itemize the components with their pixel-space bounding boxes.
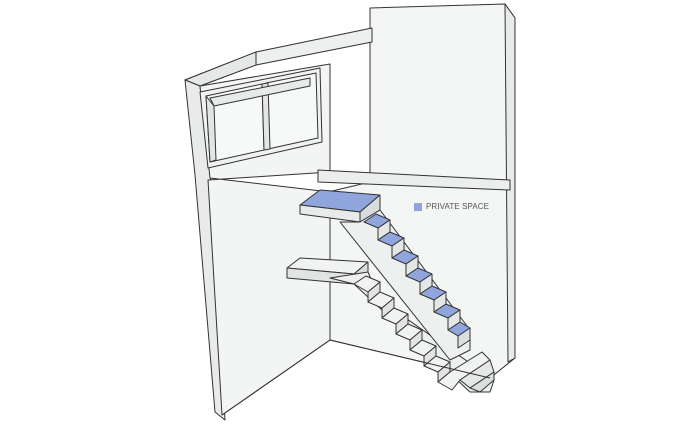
private-steps [363, 213, 471, 349]
lower-steps [353, 275, 495, 393]
wall-ledge [317, 169, 511, 191]
window-reveal-top [209, 77, 311, 107]
window-mullion [261, 82, 271, 151]
floor-line [221, 339, 491, 416]
legend-label: PRIVATE SPACE [426, 202, 490, 211]
legend: PRIVATE SPACE [414, 202, 489, 211]
legend-swatch-icon [414, 202, 422, 211]
window-reveal-left [205, 95, 217, 163]
